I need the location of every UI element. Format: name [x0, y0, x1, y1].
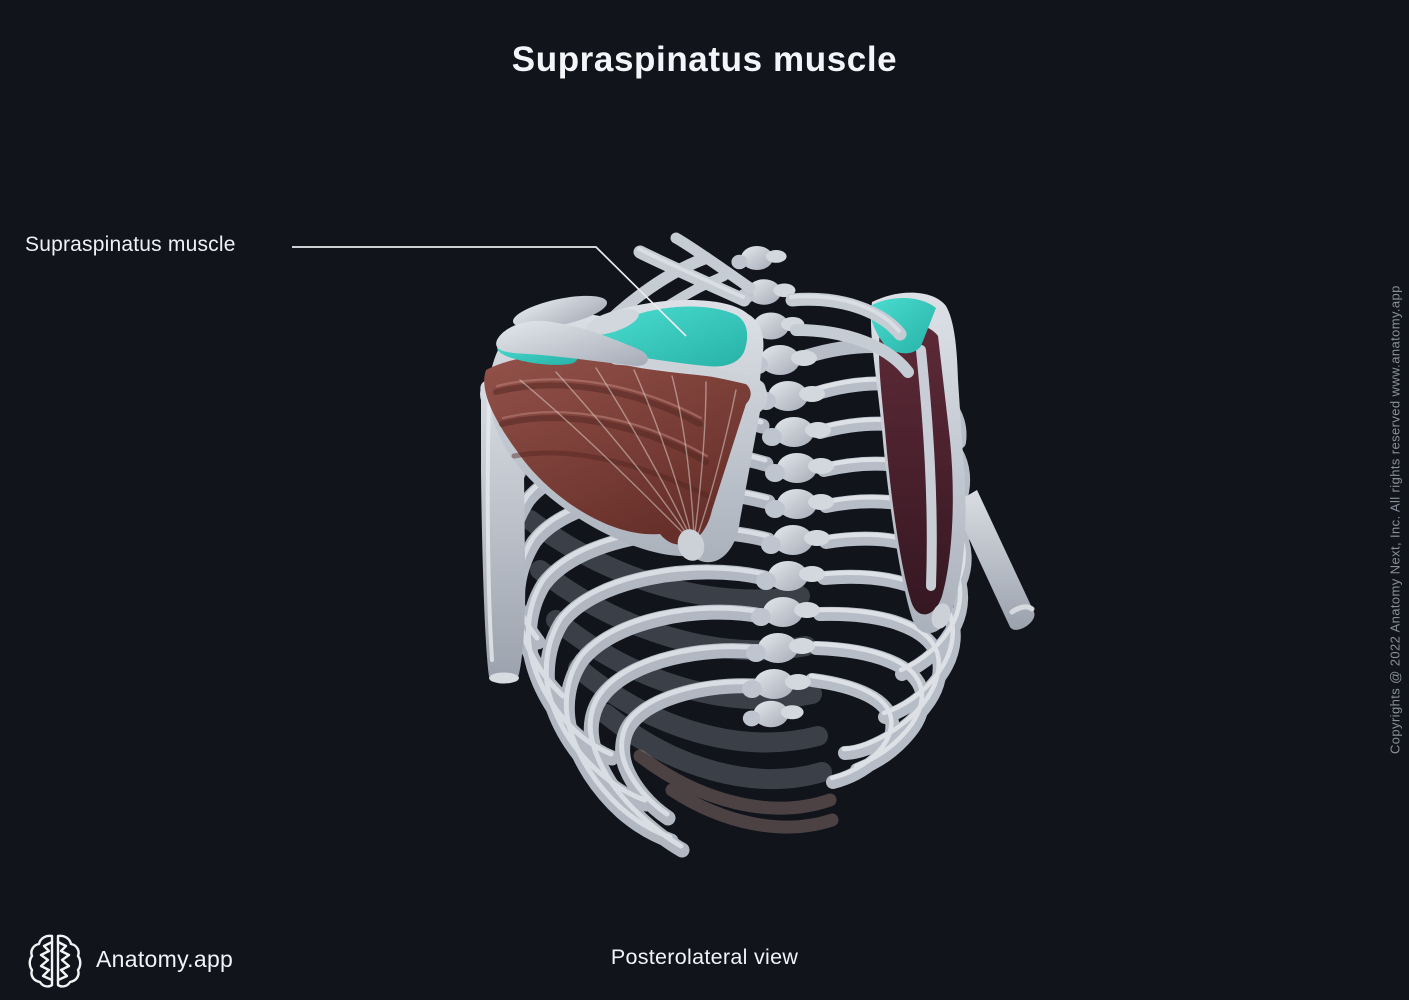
brand-name: Anatomy.app	[96, 945, 234, 972]
muscle-bundles	[493, 378, 711, 499]
muscle-fibers	[519, 367, 737, 541]
right-humerus	[953, 490, 1035, 630]
infraspinatus-left	[484, 354, 751, 545]
acromion	[496, 320, 648, 366]
muscle-label[interactable]: Supraspinatus muscle	[25, 233, 236, 256]
left-scapula	[484, 295, 768, 563]
right-scapula	[869, 292, 966, 634]
rib	[813, 606, 947, 760]
view-caption: Posterolateral view	[610, 945, 799, 969]
leader-line	[292, 246, 687, 337]
copyright-text: Copyrights @ 2022 Anatomy Next, Inc. All…	[1387, 285, 1403, 755]
supraspinatus-right	[869, 297, 936, 354]
brand-logo[interactable]: Anatomy.app	[28, 929, 233, 989]
clavicle	[512, 295, 608, 329]
scapula-medial-border	[916, 345, 937, 591]
brain-icon	[28, 934, 82, 988]
page-title: Supraspinatus muscle	[511, 40, 898, 79]
